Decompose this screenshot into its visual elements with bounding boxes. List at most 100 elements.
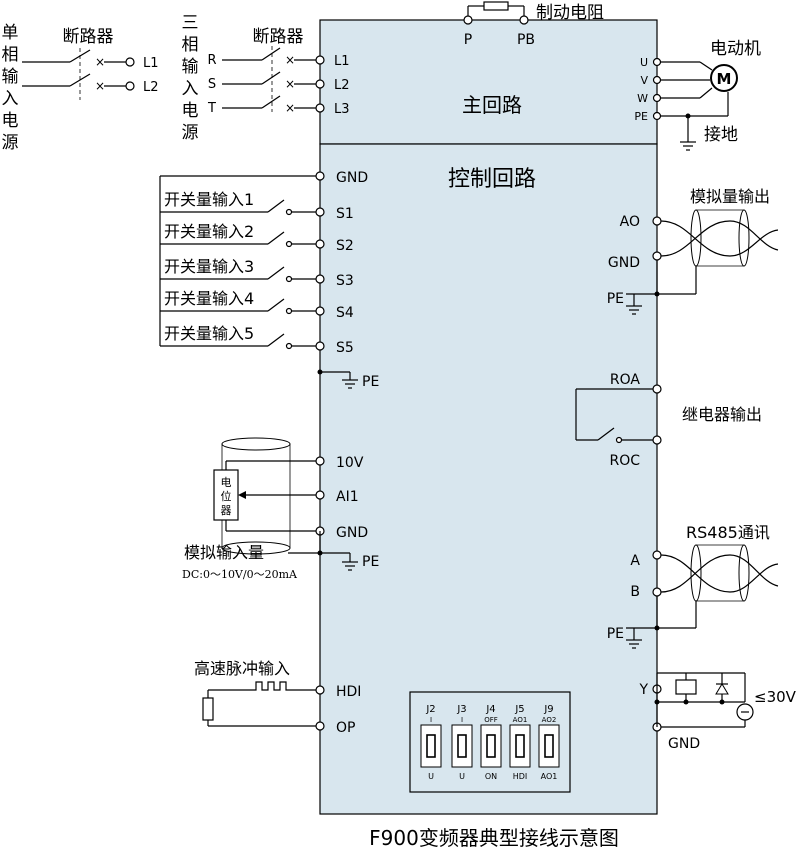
term-s4: S4 — [336, 305, 354, 321]
single-phase-breaker: × × — [22, 48, 135, 100]
jumper-j3: J3 I U — [451, 704, 473, 781]
phase-r-label: R — [207, 53, 216, 68]
brake-term-p: P — [464, 32, 472, 48]
term-pe-2: PE — [362, 554, 379, 570]
svg-text:×: × — [285, 101, 295, 115]
svg-text:AO1: AO1 — [513, 716, 528, 724]
analog-input-range: DC:0～10V/0～20mA — [182, 568, 298, 581]
svg-text:器: 器 — [221, 504, 232, 517]
term-gnd-4: GND — [668, 736, 700, 752]
jumper-j5: J5 AO1 HDI — [509, 704, 531, 781]
control-circuit-panel — [319, 143, 658, 815]
relay-output-label: 继电器输出 — [682, 405, 762, 424]
term-ao: AO — [620, 214, 640, 230]
svg-text:U: U — [459, 772, 465, 781]
potentiometer-wiring — [213, 437, 358, 571]
svg-text:J3: J3 — [456, 704, 466, 715]
motor-label: 电动机 — [710, 39, 761, 59]
term-gnd-1: GND — [336, 170, 368, 186]
svg-text:×: × — [285, 77, 295, 91]
switch-input-4-label: 开关量输入4 — [164, 289, 254, 308]
term-gnd-2: GND — [336, 525, 368, 541]
term-y: Y — [638, 682, 648, 698]
main-input-l1: L1 — [334, 54, 350, 69]
output-u-label: U — [640, 56, 648, 69]
term-s2: S2 — [336, 238, 354, 254]
svg-text:入: 入 — [182, 79, 199, 99]
main-circuit-label: 主回路 — [462, 93, 522, 117]
brake-resistor-label: 制动电阻 — [536, 3, 604, 23]
svg-text:HDI: HDI — [513, 772, 528, 781]
svg-text:源: 源 — [182, 123, 199, 143]
switch-input-wiring — [159, 175, 358, 389]
term-s1: S1 — [336, 206, 354, 222]
svg-text:输: 输 — [2, 67, 19, 87]
svg-text:电: 电 — [221, 476, 232, 489]
switch-input-3-label: 开关量输入3 — [164, 257, 254, 276]
motor-symbol: M — [717, 70, 732, 88]
brake-resistor — [463, 1, 529, 25]
svg-text:入: 入 — [2, 89, 19, 109]
single-phase-term-l2: L2 — [143, 80, 159, 95]
single-phase-breaker-label: 断路器 — [63, 27, 114, 47]
relay-output-wiring — [575, 388, 653, 444]
term-b: B — [630, 584, 640, 600]
svg-text:电: 电 — [2, 111, 19, 131]
three-phase-breaker-label: 断路器 — [253, 27, 304, 47]
svg-text:AO2: AO2 — [542, 716, 557, 724]
switch-input-2-label: 开关量输入2 — [164, 222, 254, 241]
jumper-j4: J4 OFF ON — [480, 704, 502, 781]
svg-text:I: I — [430, 716, 432, 724]
svg-text:J2: J2 — [425, 704, 435, 715]
term-pe-3: PE — [607, 291, 624, 307]
svg-text:位: 位 — [221, 489, 232, 503]
analog-output-wiring — [626, 209, 779, 315]
analog-input-label: 模拟输入量 — [184, 543, 264, 562]
single-phase-label: 单 相 输 入 电 源 — [2, 23, 19, 153]
svg-text:J4: J4 — [485, 704, 495, 715]
diagram-title: F900变频器典型接线示意图 — [369, 826, 619, 850]
jumper-j2: J2 I U — [420, 704, 442, 781]
svg-text:相: 相 — [182, 35, 199, 55]
term-10v: 10V — [336, 455, 364, 471]
brake-term-pb: PB — [517, 32, 535, 48]
term-gnd-3: GND — [608, 255, 640, 271]
y-output-wiring — [654, 672, 754, 728]
rs485-wiring — [626, 544, 779, 649]
svg-text:I: I — [461, 716, 463, 724]
svg-text:三: 三 — [182, 13, 199, 33]
main-input-l2: L2 — [334, 78, 350, 93]
switch-input-1-label: 开关量输入1 — [164, 190, 254, 209]
svg-text:电: 电 — [182, 101, 199, 121]
motor-wiring — [652, 57, 738, 151]
term-s5: S5 — [336, 340, 354, 356]
svg-text:单: 单 — [2, 23, 19, 43]
term-hdi: HDI — [336, 684, 361, 700]
y-supply-voltage: ≤30V — [754, 688, 797, 706]
jumper-block — [409, 691, 571, 793]
pulse-input-label: 高速脉冲输入 — [194, 659, 290, 678]
control-circuit-label: 控制回路 — [448, 167, 536, 192]
pulse-input-wiring — [202, 681, 316, 727]
term-roa: ROA — [610, 372, 641, 388]
term-ai1: AI1 — [336, 489, 359, 505]
analog-output-label: 模拟量输出 — [690, 187, 770, 206]
main-circuit-panel — [319, 19, 658, 145]
term-a: A — [630, 553, 640, 569]
svg-text:U: U — [428, 772, 434, 781]
svg-text:ON: ON — [485, 772, 497, 781]
output-v-label: V — [640, 74, 648, 87]
switch-input-5-label: 开关量输入5 — [164, 324, 254, 343]
single-phase-term-l1: L1 — [143, 56, 159, 71]
rs485-label: RS485通讯 — [686, 523, 770, 542]
output-w-label: W — [637, 92, 648, 105]
svg-text:源: 源 — [2, 133, 19, 153]
svg-text:J5: J5 — [514, 704, 524, 715]
term-op: OP — [336, 720, 355, 736]
phase-t-label: T — [207, 101, 216, 116]
svg-text:AO1: AO1 — [541, 772, 558, 781]
svg-text:×: × — [95, 55, 105, 69]
term-s3: S3 — [336, 273, 354, 289]
svg-text:J9: J9 — [543, 704, 553, 715]
